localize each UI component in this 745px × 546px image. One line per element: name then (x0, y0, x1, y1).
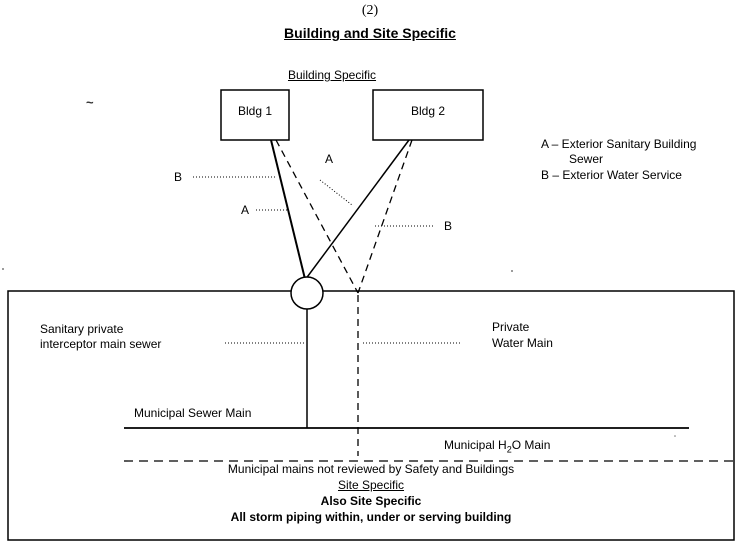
scan-speck (511, 270, 513, 272)
building-specific-label: Building Specific (287, 68, 377, 82)
sanitary-label-line2: interceptor main sewer (40, 337, 162, 351)
bldg-1-label: Bldg 1 (237, 104, 273, 118)
legend-a-line2: Sewer (569, 152, 604, 166)
h2o-subscript: 2 (506, 444, 512, 455)
pipe-label-a-left: A (241, 203, 250, 217)
bldg-2-box (372, 89, 484, 141)
leader-a-center (319, 179, 353, 206)
sewer-line-bldg2 (301, 139, 410, 285)
not-reviewed-note: Municipal mains not reviewed by Safety a… (227, 462, 515, 476)
scan-mark: ~ (86, 95, 94, 110)
pipe-label-b-left: B (174, 170, 183, 184)
h2o-suffix: O Main (511, 438, 551, 452)
pipe-label-b-right: B (444, 219, 453, 233)
site-specific-label: Site Specific (337, 478, 405, 492)
also-site-specific-label: Also Site Specific (320, 494, 422, 508)
legend-b-line: B – Exterior Water Service (541, 168, 682, 182)
manhole-circle (290, 276, 324, 310)
municipal-h2o-main-label: Municipal H2O Main (444, 438, 551, 455)
scan-speck (2, 268, 4, 270)
water-line-bldg2 (357, 139, 413, 294)
pipe-label-a-center: A (325, 152, 334, 166)
page-number: (2) (361, 3, 379, 18)
legend-a-line1: A – Exterior Sanitary Building (541, 137, 697, 151)
water-line-bldg1 (275, 139, 359, 294)
storm-piping-note: All storm piping within, under or servin… (230, 510, 512, 524)
water-main-label-line2: Water Main (492, 336, 553, 350)
bldg-2-label: Bldg 2 (410, 104, 446, 118)
sanitary-label-line1: Sanitary private (40, 322, 124, 336)
h2o-prefix: Municipal H (444, 438, 507, 452)
water-main-label-line1: Private (492, 320, 530, 334)
municipal-sewer-main-label: Municipal Sewer Main (134, 406, 252, 420)
bldg-1-box (220, 89, 290, 141)
page-title: Building and Site Specific (284, 25, 456, 41)
sewer-line-bldg1 (270, 139, 306, 280)
scan-speck (674, 435, 676, 437)
site-boundary (7, 290, 735, 541)
